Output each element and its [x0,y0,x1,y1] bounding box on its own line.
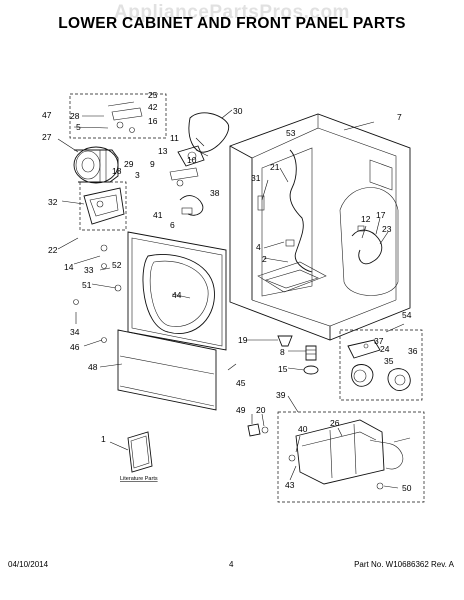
callout-40: 40 [298,424,308,434]
callout-3: 3 [135,170,140,180]
callout-53: 53 [286,128,296,138]
idler-pulley-parts [169,145,205,187]
callout-13: 13 [158,146,168,156]
callout-9: 9 [150,159,155,169]
toe-panel [117,329,217,411]
callout-24: 24 [380,344,390,354]
front-panel [127,231,227,351]
callout-41: 41 [153,210,163,220]
callout-44: 44 [172,290,182,300]
callout-33: 33 [84,265,94,275]
callout-28: 28 [70,111,80,121]
callout-35: 35 [384,356,394,366]
callout-31: 31 [251,173,261,183]
footer-page-number: 4 [229,560,234,569]
drive-belt [188,112,230,153]
callout-34: 34 [70,327,80,337]
literature-pack [127,431,153,473]
exhaust-kit [347,339,411,391]
callout-17: 17 [376,210,386,220]
callout-16: 16 [148,116,158,126]
callout-23: 23 [382,224,392,234]
callout-7: 7 [397,112,402,122]
callout-2: 2 [262,254,267,264]
watermark: AppliancePartsPros.com [114,2,350,23]
callout-49: 49 [236,405,246,415]
callout-42: 42 [148,102,158,112]
group-box-motor-hardware [69,93,167,139]
callout-26: 26 [330,418,340,428]
callout-52: 52 [112,260,122,270]
callout-43: 43 [285,480,295,490]
motor-bracket [83,187,125,225]
footer-date: 04/10/2014 [8,560,49,569]
callout-11: 11 [170,133,179,143]
harness-kit [288,419,411,490]
page-title: LOWER CABINET AND FRONT PANEL PARTS [58,15,406,32]
literature-label: Literature Parts [120,476,158,482]
callout-1: 1 [101,434,106,444]
callout-5: 5 [76,122,81,132]
drive-motor [73,146,119,184]
main-wire-harness [289,149,313,273]
callout-29: 29 [124,159,134,169]
callout-39: 39 [276,390,286,400]
callout-22: 22 [48,245,58,255]
callout-51: 51 [82,280,92,290]
callout-54: 54 [402,310,412,320]
callout-15: 15 [278,364,288,374]
callout-numbers: 1 2 3 4 5 6 7 8 9 10 11 12 13 14 15 16 1… [42,90,418,493]
callout-20: 20 [256,405,266,415]
callout-19: 19 [238,335,248,345]
callout-8: 8 [280,347,285,357]
callout-27: 27 [42,132,52,142]
dryer-cabinet [229,113,411,341]
harness-38 [179,195,204,216]
footer-part-number: Part No. W10686362 Rev. A [354,560,454,569]
leader-lines [57,109,405,489]
callout-6: 6 [170,220,175,230]
callout-25: 25 [148,90,158,100]
callout-37: 37 [374,336,384,346]
callout-30: 30 [233,106,243,116]
callout-48: 48 [88,362,98,372]
callout-4: 4 [256,242,261,252]
thermal-fuse-parts [247,423,269,437]
callout-12: 12 [361,214,371,224]
callout-46: 46 [70,342,80,352]
callout-50: 50 [402,483,412,493]
callout-18: 18 [112,166,122,176]
callout-38: 38 [210,188,220,198]
callout-14: 14 [64,262,74,272]
hardware-stack [107,101,143,133]
callout-47: 47 [42,110,52,120]
group-box-harness-kit [277,411,425,503]
side-harness [351,229,383,265]
group-box-exhaust-kit [339,329,423,401]
callout-21: 21 [270,162,280,172]
callout-32: 32 [48,197,58,207]
callout-10: 10 [187,155,197,165]
callout-45: 45 [236,378,246,388]
callout-36: 36 [408,346,418,356]
